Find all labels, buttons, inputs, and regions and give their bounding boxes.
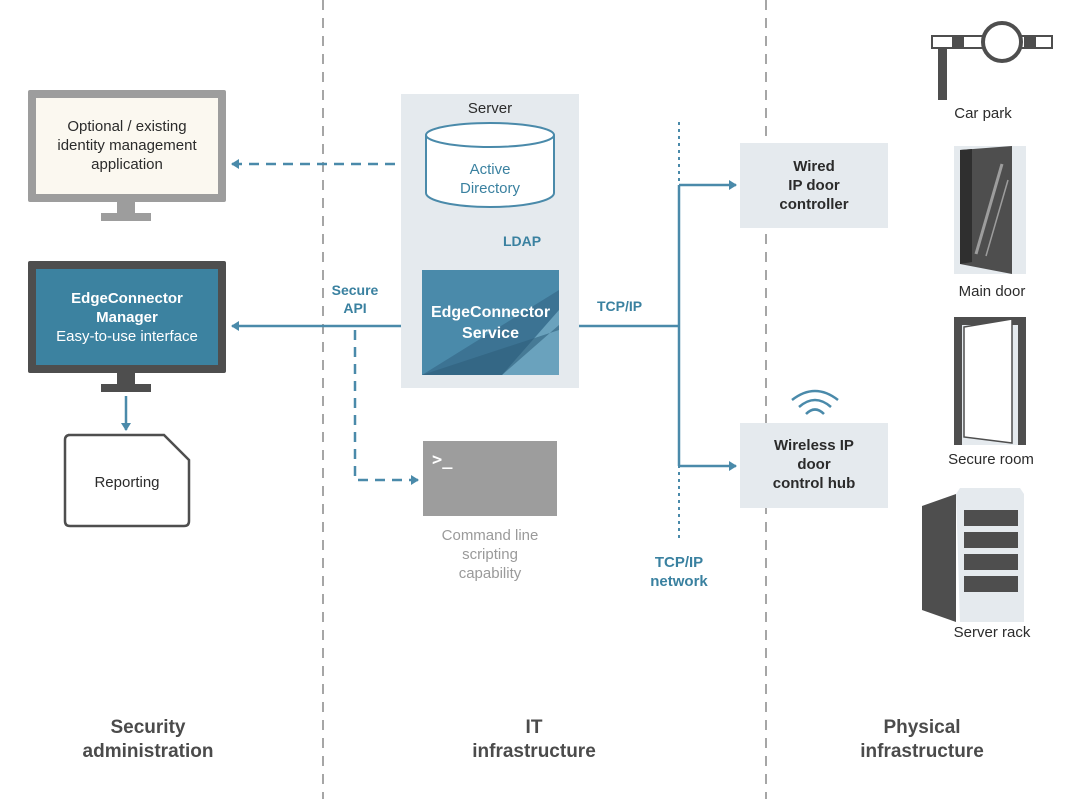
- wired-controller-label: Wired IP door controller: [779, 158, 849, 213]
- reporting-document-icon: [63, 433, 191, 528]
- secure-room-label: Secure room: [948, 451, 1034, 468]
- main-door-icon: [954, 146, 1026, 274]
- wireless-hub-box: [740, 423, 888, 508]
- wifi-icon: [791, 389, 839, 415]
- manager-monitor-base: [101, 384, 151, 392]
- active-directory-label: Active Directory: [459, 161, 520, 197]
- ldap-label: LDAP: [503, 233, 542, 249]
- identity-monitor-base: [101, 213, 151, 221]
- secure-api-label: Secure API: [331, 282, 379, 316]
- main-door-label: Main door: [958, 283, 1026, 300]
- identity-monitor-neck: [117, 202, 135, 213]
- active-directory-icon: [425, 122, 555, 208]
- command-prompt: >_: [432, 450, 453, 470]
- column-title-physical: Physical infrastructure: [860, 717, 984, 762]
- connector-cli: [353, 330, 419, 485]
- server-label: Server: [467, 100, 513, 117]
- wired-controller-box: [740, 143, 888, 228]
- car-park-label: Car park: [954, 105, 1012, 122]
- tcpip-label: TCP/IP: [597, 298, 643, 314]
- identity-app-label: Optional / existing identity management …: [57, 118, 197, 173]
- identity-monitor-screen: [36, 98, 218, 194]
- column-title-it: IT infrastructure: [472, 717, 596, 762]
- server-rack-icon: [922, 488, 1024, 622]
- tcpip-network-label: TCP/IP network: [650, 554, 708, 590]
- manager-monitor-screen: [36, 269, 218, 365]
- car-park-barrier-icon: [931, 21, 1053, 100]
- column-title-security: Security administration: [82, 717, 214, 762]
- server-rack-label: Server rack: [953, 624, 1031, 641]
- edgeconnector-service-box: [422, 270, 559, 375]
- reporting-label: Reporting: [94, 474, 160, 491]
- edgeconnector-service-label: EdgeConnector Service: [430, 304, 551, 342]
- secure-room-door-icon: [954, 317, 1026, 445]
- command-line-label: Command line scripting capability: [441, 527, 539, 582]
- manager-label: EdgeConnector Manager Easy-to-use interf…: [56, 290, 198, 345]
- wireless-hub-label: Wireless IP door control hub: [772, 437, 856, 492]
- manager-monitor-neck: [117, 373, 135, 384]
- command-line-box: [423, 441, 557, 516]
